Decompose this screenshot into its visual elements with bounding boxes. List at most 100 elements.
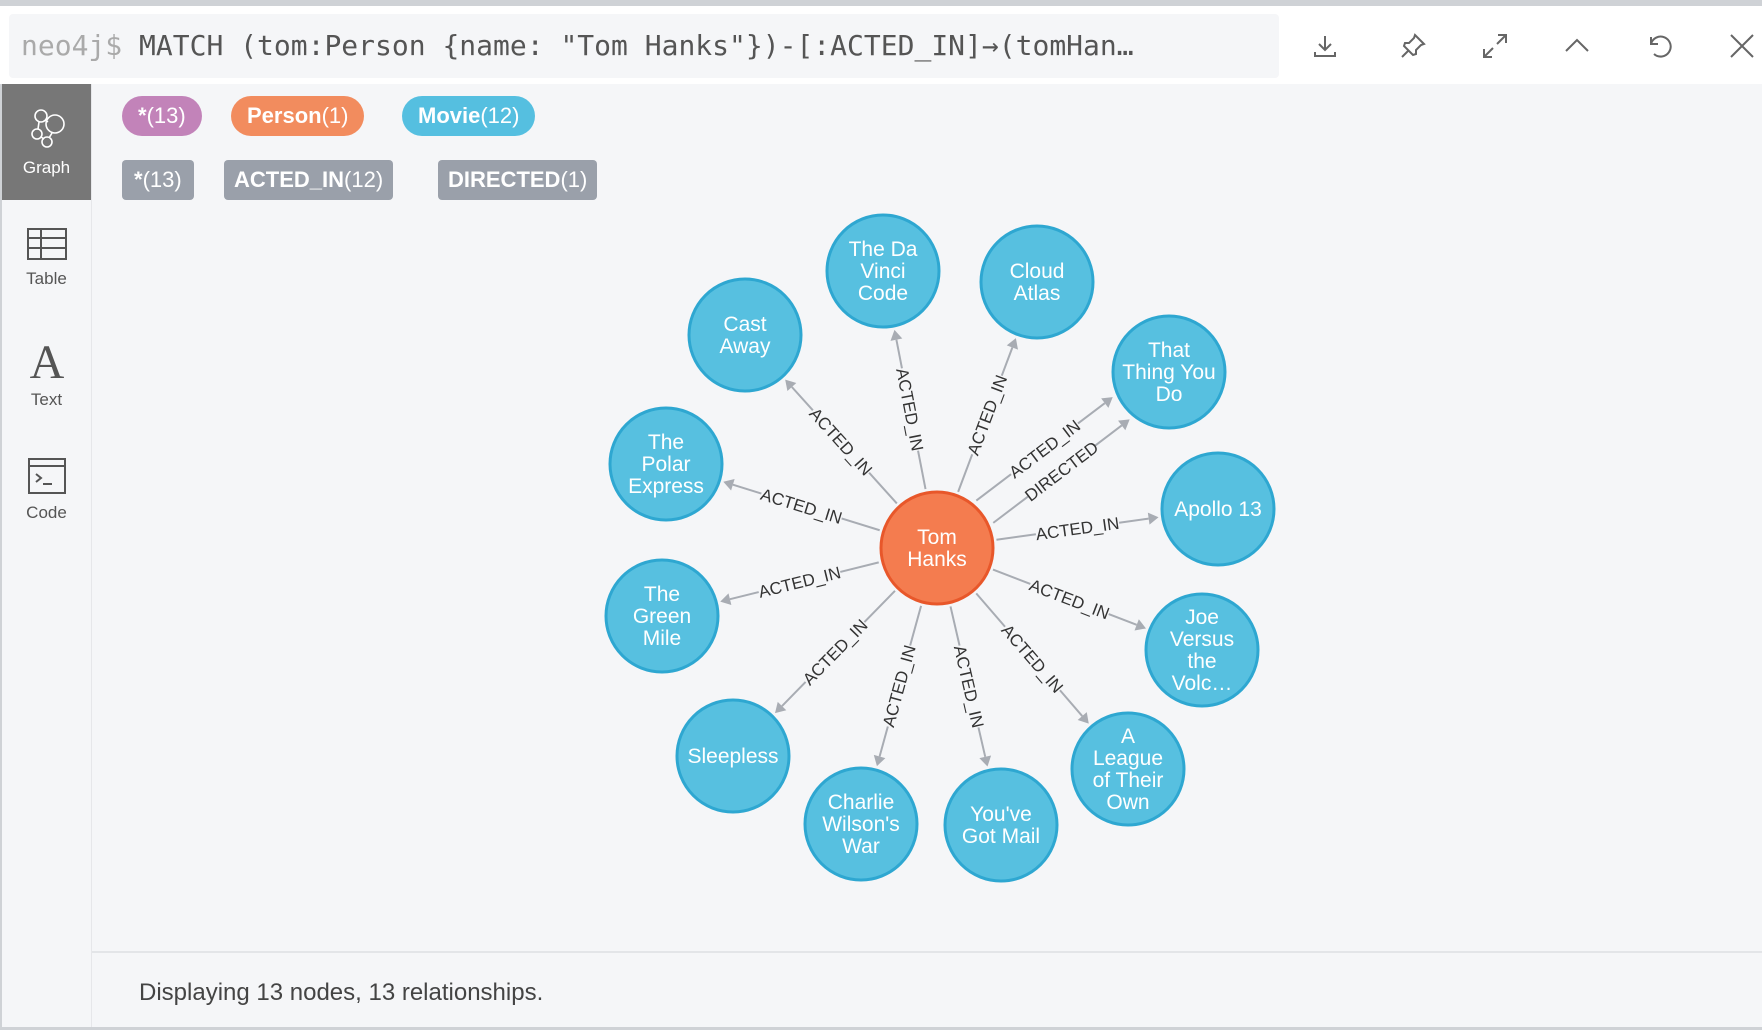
arrowhead-icon (1077, 712, 1089, 724)
arrowhead-icon (873, 754, 886, 767)
sidebar-item-table[interactable]: Table (2, 200, 91, 316)
sidebar-label: Text (30, 390, 63, 409)
rerun-button[interactable] (1640, 26, 1680, 66)
node-caption: You've (970, 803, 1032, 826)
collapse-button[interactable] (1557, 26, 1597, 66)
node-label-pill-person[interactable]: Person(1) (231, 96, 365, 136)
close-icon (1730, 34, 1754, 58)
sidebar-item-code[interactable]: Code (2, 432, 91, 548)
node-caption: Wilson's (822, 813, 900, 836)
fullscreen-button[interactable] (1475, 26, 1515, 66)
sidebar-label: Code (26, 503, 67, 522)
node-caption: The Da (849, 238, 918, 261)
rel-type-pill-directed[interactable]: DIRECTED(1) (438, 160, 598, 200)
node-caption: Green (633, 605, 691, 628)
node-circle (675, 698, 791, 814)
node-caption: Cast (723, 313, 766, 336)
rel-type-pill-acted-in[interactable]: ACTED_IN(12) (224, 160, 394, 200)
node-circle (879, 490, 995, 606)
frame-bottom-border (0, 1027, 1762, 1030)
relationship-label: ACTED_IN (799, 616, 871, 689)
movie-node[interactable]: Apollo 13 (1160, 451, 1276, 567)
arrowhead-icon (1134, 619, 1147, 631)
node-caption: Charlie (828, 791, 895, 814)
node-caption: That (1148, 339, 1190, 362)
sidebar-label: Graph (22, 158, 71, 177)
node-circle (825, 213, 941, 329)
close-button[interactable] (1722, 26, 1762, 66)
relationship-line (868, 472, 898, 505)
arrowhead-icon (1101, 397, 1113, 408)
arrowhead-icon (775, 701, 787, 714)
movie-node[interactable]: Sleepless (675, 698, 791, 814)
relationship-acted_in[interactable]: ACTED_IN (720, 561, 879, 606)
movie-node[interactable]: JoeVersustheVolc… (1144, 592, 1260, 708)
expand-icon (1483, 34, 1507, 58)
arrowhead-icon (720, 593, 732, 606)
relationship-line (1108, 613, 1138, 626)
frame-left-border (0, 84, 2, 1030)
node-label-pill-movie[interactable]: Movie(12) (402, 96, 536, 136)
relationship-label: ACTED_IN (997, 621, 1066, 697)
node-circle (1070, 711, 1186, 827)
relationship-line (863, 590, 896, 623)
relationship-acted_in[interactable]: ACTED_IN (775, 590, 896, 714)
relationship-line (975, 473, 1012, 502)
node-label-pill-all[interactable]: *(13) (122, 96, 202, 136)
arrowhead-icon (723, 478, 735, 491)
relationship-acted_in[interactable]: ACTED_IN (723, 478, 880, 532)
relationship-acted_in[interactable]: ACTED_IN (873, 605, 923, 767)
relationship-line (909, 605, 923, 646)
query-prompt: neo4j$ (21, 29, 123, 62)
node-caption: A (1121, 725, 1135, 748)
node-circle (608, 406, 724, 522)
relationship-acted_in[interactable]: ACTED_IN (992, 568, 1147, 631)
relationship-label: ACTED_IN (879, 643, 920, 729)
relationship-acted_in[interactable]: ACTED_IN (785, 379, 898, 505)
rel-type-pill-all[interactable]: *(13) (122, 160, 194, 200)
node-circle (687, 277, 803, 393)
query-editor[interactable]: neo4j$ MATCH (tom:Person {name: "Tom Han… (9, 14, 1279, 78)
graph-view: *(13) Person(1) Movie(12) *(13) ACTED_IN… (92, 84, 1762, 951)
node-caption: the (1187, 650, 1216, 673)
relationship-acted_in[interactable]: ACTED_IN (949, 606, 992, 767)
relationship-line (992, 495, 1029, 524)
rerun-icon (1650, 35, 1672, 58)
relationship-line (957, 453, 974, 493)
node-caption: Do (1156, 383, 1183, 406)
relationship-line (878, 726, 889, 757)
status-footer: Displaying 13 nodes, 13 relationships. (92, 951, 1762, 1028)
relationship-line (949, 606, 961, 646)
relationship-line (841, 517, 880, 532)
sidebar-item-text[interactable]: A Text (2, 316, 91, 432)
pin-icon (1401, 33, 1426, 58)
relationship-acted_in[interactable]: ACTED_IN (975, 592, 1089, 724)
pin-button[interactable] (1393, 26, 1433, 66)
relationship-label: ACTED_IN (757, 563, 843, 602)
relationship-label: ACTED_IN (950, 644, 987, 730)
relationship-line (791, 386, 814, 411)
download-button[interactable] (1305, 26, 1345, 66)
node-caption: Volc… (1172, 672, 1233, 695)
graph-icon (30, 109, 65, 148)
relationship-line (781, 681, 807, 707)
relationship-acted_in[interactable]: ACTED_IN (996, 512, 1159, 545)
relationship-line (1000, 347, 1014, 377)
node-caption: Atlas (1014, 282, 1061, 305)
node-circle (1160, 451, 1276, 567)
relationship-line (895, 339, 903, 369)
relationship-acted_in[interactable]: ACTED_IN (890, 329, 927, 490)
sidebar-item-graph[interactable]: Graph (2, 84, 91, 200)
arrowhead-icon (1147, 512, 1159, 525)
